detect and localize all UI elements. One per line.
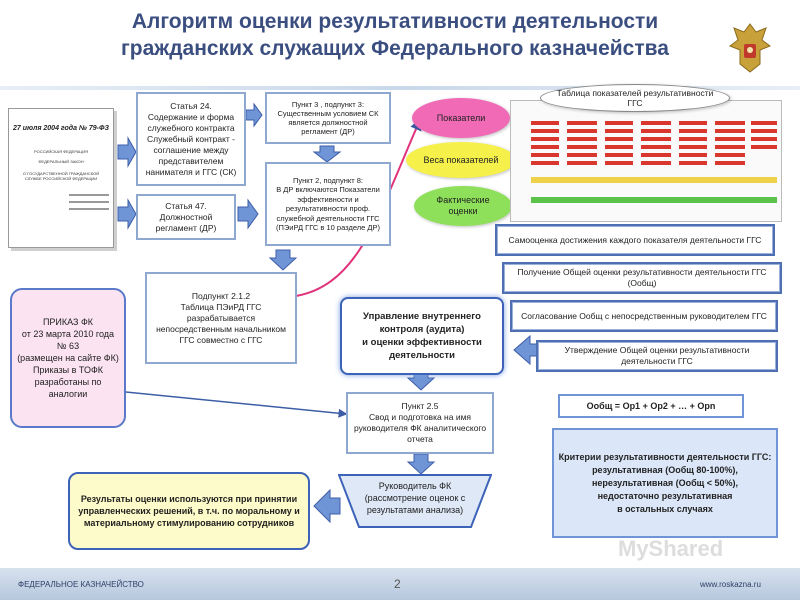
article-24-box: Статья 24. Содержание и форма служебного…: [136, 92, 246, 186]
point-2-box: Пункт 2, подпункт 8: В ДР включаются Пок…: [265, 162, 391, 246]
footer-org: ФЕДЕРАЛЬНОЕ КАЗНАЧЕЙСТВО: [18, 580, 144, 589]
point-3-box: Пункт 3 , подпункт 3: Существенным услов…: [265, 92, 391, 144]
step-approval-manager: Согласование Ообщ с непосредственным рук…: [510, 300, 778, 332]
article-47-box: Статья 47. Должностной регламент (ДР): [136, 194, 236, 240]
footer-site-link[interactable]: www.roskazna.ru: [700, 580, 761, 589]
audit-box: Управление внутреннего контроля (аудита)…: [340, 297, 504, 375]
head-fk-box: Руководитель ФК (рассмотрение оценок с р…: [338, 474, 492, 528]
results-box: Результаты оценки используются при приня…: [68, 472, 310, 550]
formula-box: Ообщ = Ор1 + Ор2 + … + Орn: [558, 394, 744, 418]
page-title: Алгоритм оценки результативности деятель…: [121, 10, 669, 60]
watermark-text: MyShared: [618, 536, 724, 561]
step-self-assessment: Самооценка достижения каждого показателя…: [495, 224, 775, 256]
criteria-box: Критерии результативности деятельности Г…: [552, 428, 778, 538]
order-box: ПРИКАЗ ФК от 23 марта 2010 года № 63 (ра…: [10, 288, 126, 428]
footer-bar: [0, 568, 800, 600]
step-overall-score: Получение Общей оценки результативности …: [502, 262, 782, 294]
weights-bubble: Веса показателей: [406, 142, 516, 178]
header-divider: [0, 86, 800, 90]
federal-law-document: 27 июля 2004 года № 79-ФЗ РОССИЙСКАЯ ФЕД…: [8, 108, 114, 248]
indicator-table-image: [510, 100, 782, 222]
table-cloud-label: Таблица показателей результативности ГГС: [540, 84, 730, 112]
page-number: 2: [394, 577, 401, 591]
point-25-box: Пункт 2.5 Свод и подготовка на имя руков…: [346, 392, 494, 454]
step-final-approval: Утверждение Общей оценки результативност…: [536, 340, 778, 372]
actual-bubble: Фактические оценки: [414, 186, 512, 226]
indicators-bubble: Показатели: [412, 98, 510, 138]
eagle-emblem-icon: [726, 20, 774, 76]
subpoint-212-box: Подпункт 2.1.2 Таблица ПЭиРД ГГС разраба…: [145, 272, 297, 364]
